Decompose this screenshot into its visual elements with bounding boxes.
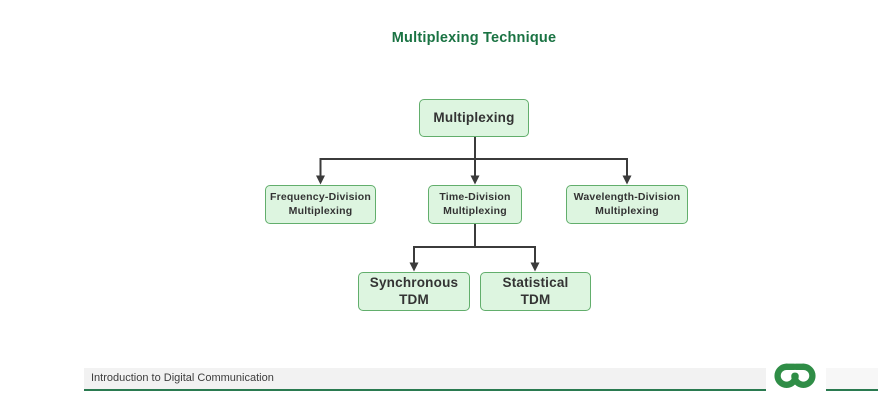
footer-band-right (826, 368, 878, 389)
node-frequency-division-multiplexing: Frequency-Division Multiplexing (265, 185, 376, 224)
node-multiplexing: Multiplexing (419, 99, 529, 137)
geeksforgeeks-logo (766, 356, 824, 392)
node-statistical-tdm: Statistical TDM (480, 272, 591, 311)
page-title: Multiplexing Technique (391, 30, 557, 46)
footer-band: Introduction to Digital Communication (84, 368, 766, 389)
node-time-division-multiplexing: Time-Division Multiplexing (428, 185, 522, 224)
geeksforgeeks-logo-icon (774, 363, 816, 388)
node-synchronous-tdm: Synchronous TDM (358, 272, 470, 311)
footer-divider-line-left (84, 389, 766, 391)
node-wavelength-division-multiplexing: Wavelength-Division Multiplexing (566, 185, 688, 224)
footer-course-label: Introduction to Digital Communication (91, 372, 274, 384)
footer-divider-line-right (826, 389, 878, 391)
